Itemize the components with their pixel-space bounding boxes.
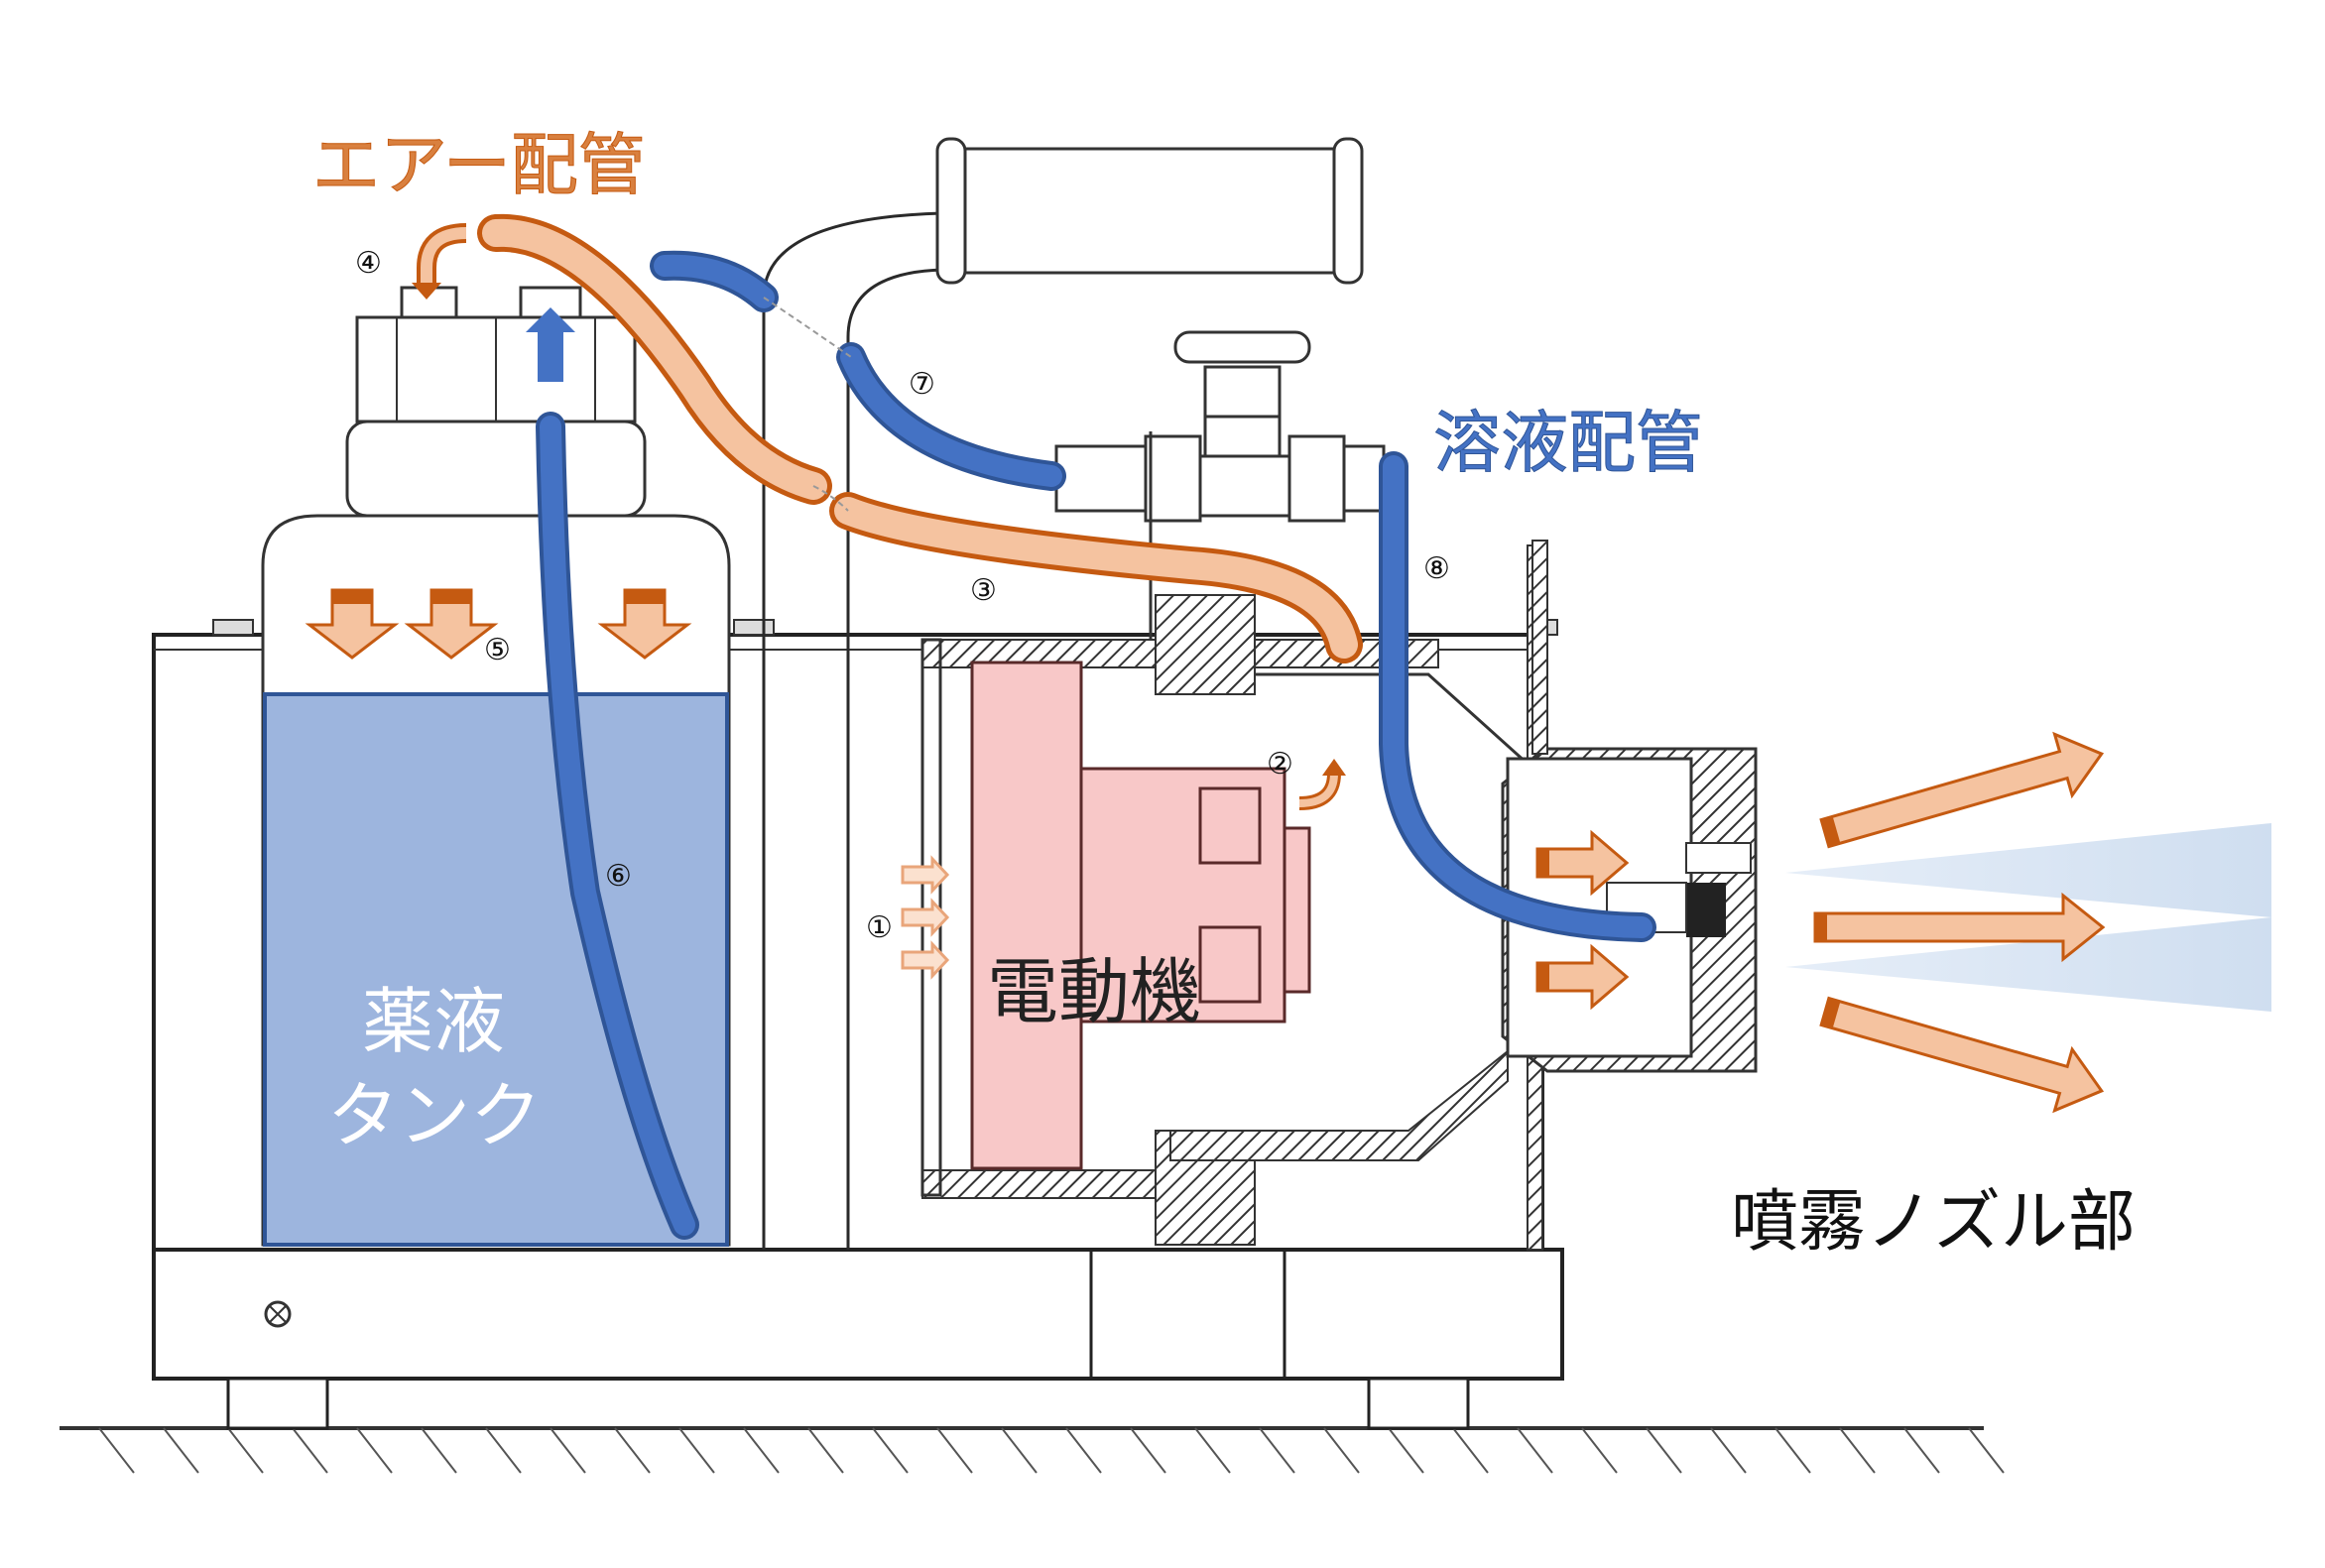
air-down-arrows — [305, 588, 692, 660]
spray-mist — [1785, 823, 2271, 1012]
electric-motor — [970, 661, 1311, 1171]
marker-3: ③ — [970, 573, 997, 608]
air-pipe — [477, 213, 1363, 663]
motor-label: 電動機 — [987, 950, 1201, 1033]
right-arrow-icon — [901, 855, 950, 895]
marker-2: ② — [1267, 747, 1293, 782]
nozzle-air-arrows — [1535, 829, 1630, 1011]
down-arrow-icon — [404, 588, 499, 660]
right-arrow-icon — [901, 940, 950, 980]
valve — [1054, 330, 1386, 645]
tank-label-line2: タンク — [327, 1074, 542, 1157]
marker-4: ④ — [355, 246, 382, 281]
down-arrow-icon — [305, 588, 400, 660]
chemical-tank — [261, 286, 731, 1247]
marker-8: ⑧ — [1423, 551, 1450, 586]
curved-arrow-icon — [1298, 759, 1346, 810]
tank-label-line1: 薬液 — [362, 980, 505, 1063]
screw-icon — [264, 1300, 292, 1328]
right-arrow-icon — [1535, 943, 1630, 1011]
nozzle-label: 噴霧ノズル部 — [1731, 1183, 2136, 1262]
down-arrow-icon — [597, 588, 692, 660]
marker-7: ⑦ — [909, 367, 935, 402]
right-arrow-icon — [901, 898, 950, 937]
marker-5: ⑤ — [484, 633, 511, 667]
marker-1: ① — [866, 910, 893, 945]
right-arrow-icon — [1819, 996, 2105, 1114]
intake-arrows — [901, 855, 950, 980]
solution-piping-label: 溶液配管 — [1433, 405, 1703, 483]
reservoir-cylinder — [935, 137, 1364, 285]
right-arrow-icon — [1813, 892, 2106, 963]
right-arrow-icon — [1819, 731, 2105, 849]
solution-pipe — [526, 250, 1656, 1240]
spray-exit-arrows — [1813, 731, 2106, 1114]
base-frame — [152, 1248, 1564, 1430]
marker-6: ⑥ — [605, 859, 632, 894]
ground — [60, 1426, 2005, 1474]
air-piping-label: エアー配管 — [312, 127, 646, 205]
right-arrow-icon — [1535, 829, 1630, 897]
elbow-arrow-icon — [412, 223, 467, 300]
up-arrow-icon — [526, 307, 575, 382]
